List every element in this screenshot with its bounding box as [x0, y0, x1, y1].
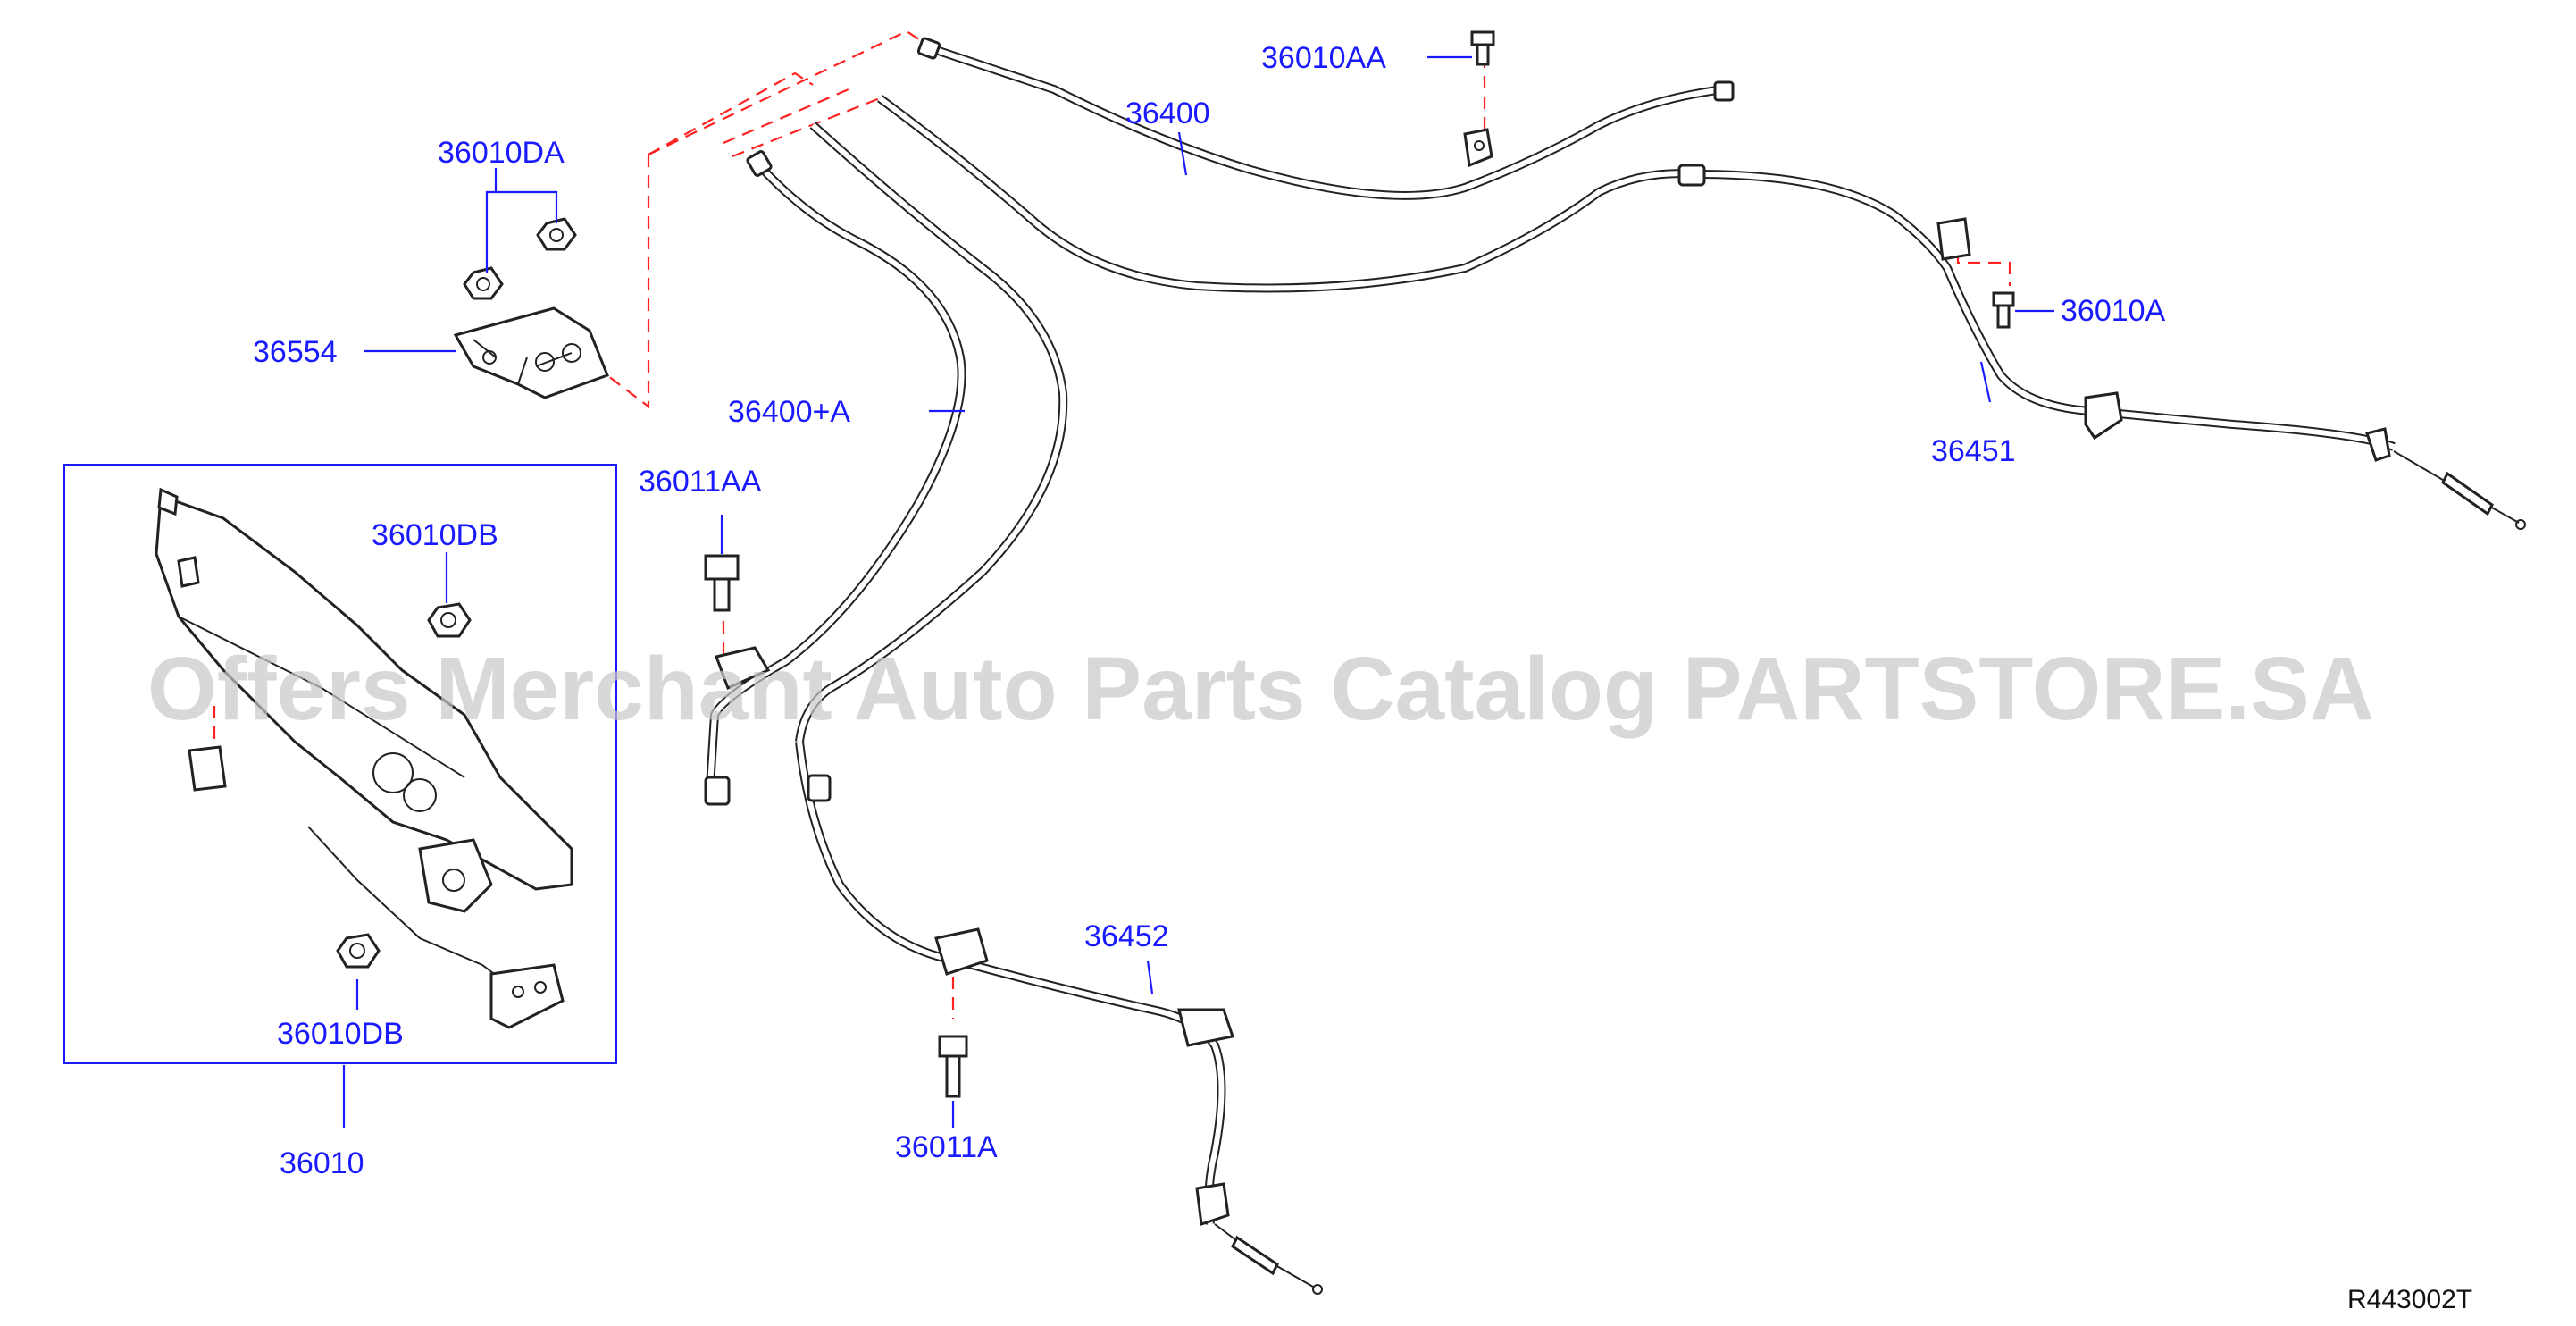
label-36010DB-bottom: 36010DB [277, 1017, 404, 1051]
front-cable-36400 [916, 37, 1735, 200]
lever-assembly-box [63, 464, 617, 1064]
label-36554: 36554 [253, 335, 338, 369]
label-36451: 36451 [1931, 434, 2016, 468]
rear-cable-36451 [877, 94, 2526, 530]
label-36452: 36452 [1084, 919, 1169, 953]
label-36400A: 36400+A [728, 395, 850, 429]
label-36400: 36400 [1125, 97, 1210, 130]
cable-36400A [704, 122, 1068, 806]
watermark-text: Offers Merchant Auto Parts Catalog PARTS… [147, 639, 2374, 739]
label-36010AA: 36010AA [1261, 41, 1386, 75]
label-36010DA: 36010DA [438, 136, 565, 170]
rear-cable-36452 [795, 741, 1323, 1295]
part-labels: 36010AA 36400 36010DA 36554 36400+A 3601… [253, 41, 2472, 1314]
label-36010: 36010 [280, 1146, 364, 1180]
label-36010DB-top: 36010DB [372, 518, 498, 552]
label-36010A: 36010A [2061, 294, 2166, 328]
bracket-36554 [453, 217, 609, 399]
leader-lines [342, 55, 2054, 1128]
label-36011AA: 36011AA [639, 465, 762, 499]
fasteners [704, 30, 2015, 1098]
label-36011A: 36011A [895, 1130, 998, 1164]
reference-code: R443002T [2347, 1285, 2472, 1314]
